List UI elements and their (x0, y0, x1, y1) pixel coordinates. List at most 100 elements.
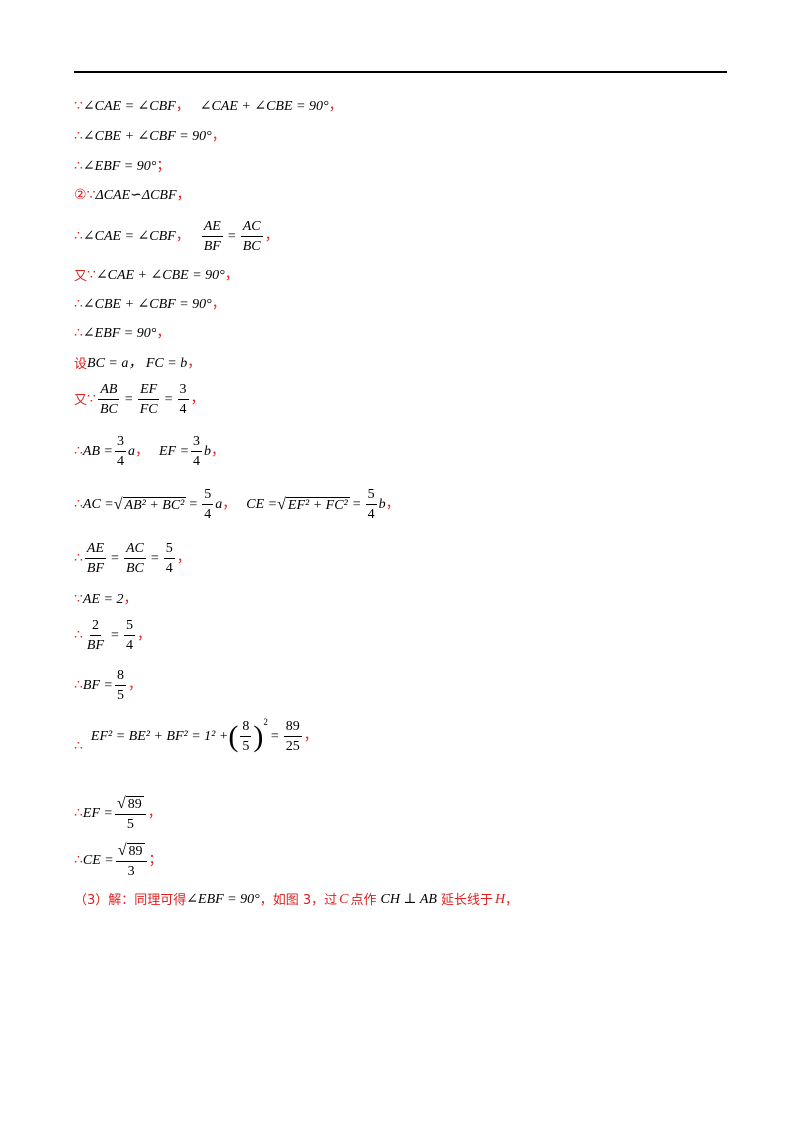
line-7: ∴ ∠CBE + ∠CBF = 90° ， (74, 298, 226, 312)
therefore-symbol: ∴ (74, 229, 83, 244)
comma: ， (134, 444, 149, 459)
therefore-symbol: ∴ (74, 739, 83, 754)
line-1: ∵ ∠CAE = ∠CBF ， ∠CAE + ∠CBE = 90° ， (74, 100, 343, 114)
equation: ∠CAE = ∠CBF (82, 229, 176, 244)
comma: ， (328, 99, 343, 114)
comma: ， (264, 229, 279, 244)
line-6: 又 ∵ ∠CAE + ∠CBE = 90° ， (74, 269, 239, 283)
equation: CH ⊥ AB (380, 892, 437, 907)
therefore-symbol: ∴ (74, 497, 83, 512)
comma: ， (224, 268, 239, 283)
variable: b (204, 444, 212, 459)
comma: ， (211, 444, 226, 459)
comma: ， (190, 392, 205, 407)
because-symbol: ∵ (87, 268, 96, 283)
comma: ， (385, 497, 400, 512)
you-char: 又 (74, 392, 88, 408)
line-2: ∴ ∠CBE + ∠CBF = 90° ， (74, 130, 226, 144)
comma: ， (176, 551, 191, 566)
square-root: √EF² + FC² (277, 496, 350, 513)
therefore-symbol: ∴ (74, 806, 83, 821)
therefore-symbol: ∴ (74, 159, 83, 174)
equation-lhs: EF = (82, 806, 113, 821)
equation-lhs: CE = (82, 853, 114, 868)
therefore-symbol: ∴ (74, 129, 83, 144)
square-root: √AB² + BC² (113, 496, 187, 513)
equation: ∠EBF = 90° (186, 892, 260, 907)
equation: ∠CAE + ∠CBE = 90° (199, 99, 329, 114)
because-symbol: ∵ (87, 392, 96, 407)
comma: ， (156, 326, 171, 341)
therefore-symbol: ∴ (74, 853, 83, 868)
semicolon: ； (156, 159, 171, 174)
therefore-symbol: ∴ (74, 297, 83, 312)
comma: ， (222, 497, 237, 512)
equation-lhs: CE = (246, 497, 278, 512)
equation-lhs: AC = (82, 497, 114, 512)
comma: ， (303, 729, 318, 744)
solution-text: 点作 (350, 892, 377, 908)
equation: ∠EBF = 90° (82, 326, 157, 341)
equation: AE = 2 (82, 592, 124, 607)
comma: ， (147, 806, 162, 821)
you-char: 又 (74, 268, 88, 284)
variable: a (215, 497, 223, 512)
equation: ΔCAE∽ΔCBF (95, 188, 177, 203)
line-8: ∴ ∠EBF = 90° ， (74, 327, 170, 341)
line-14: ∵ AE = 2 ， (74, 593, 137, 607)
comma: ， (211, 129, 226, 144)
equation: BC = a， FC = b (87, 356, 188, 371)
equation-lhs: EF² = BE² + BF² = 1² + (90, 729, 229, 744)
equation: ∠CAE + ∠CBE = 90° (95, 268, 225, 283)
line-4: ② ∵ ΔCAE∽ΔCBF ， (74, 189, 191, 203)
solution-text: ， (505, 892, 519, 908)
semicolon: ； (148, 853, 163, 868)
because-symbol: ∵ (86, 188, 96, 203)
line-3: ∴ ∠EBF = 90° ； (74, 160, 170, 174)
therefore-symbol: ∴ (74, 326, 83, 341)
circle-two: ② (74, 188, 87, 203)
top-rule (74, 71, 727, 73)
equation: ∠CAE = ∠CBF (82, 99, 176, 114)
variable: b (378, 497, 386, 512)
comma: ， (127, 678, 142, 693)
solution-text: 延长线于 (440, 892, 493, 908)
because-symbol: ∵ (74, 99, 83, 114)
point-label: H (494, 892, 506, 907)
solution-text: （3）解：同理可得 (74, 892, 187, 908)
equation-lhs: AB = (82, 444, 113, 459)
comma: ， (175, 99, 190, 114)
comma: ， (211, 297, 226, 312)
because-symbol: ∵ (74, 592, 83, 607)
comma: ， (123, 592, 138, 607)
therefore-symbol: ∴ (74, 444, 83, 459)
equation-lhs: BF = (82, 678, 113, 693)
comma: ， (187, 356, 202, 371)
